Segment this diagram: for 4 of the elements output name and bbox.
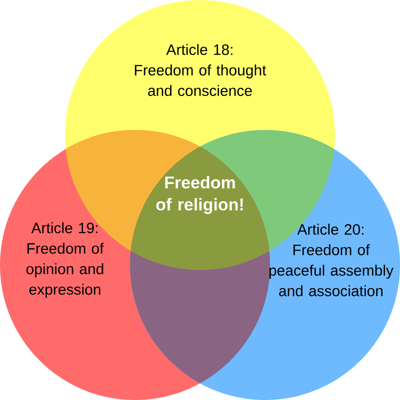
circle-text: Article 20: Freedom of peaceful assembly and association [269,224,394,296]
center-label: Freedom of religion! [156,176,243,214]
circle-text: Article 19: Freedom of opinion and expression [26,222,104,298]
circle-text: Article 18: Freedom of thought and conscience [134,44,266,96]
